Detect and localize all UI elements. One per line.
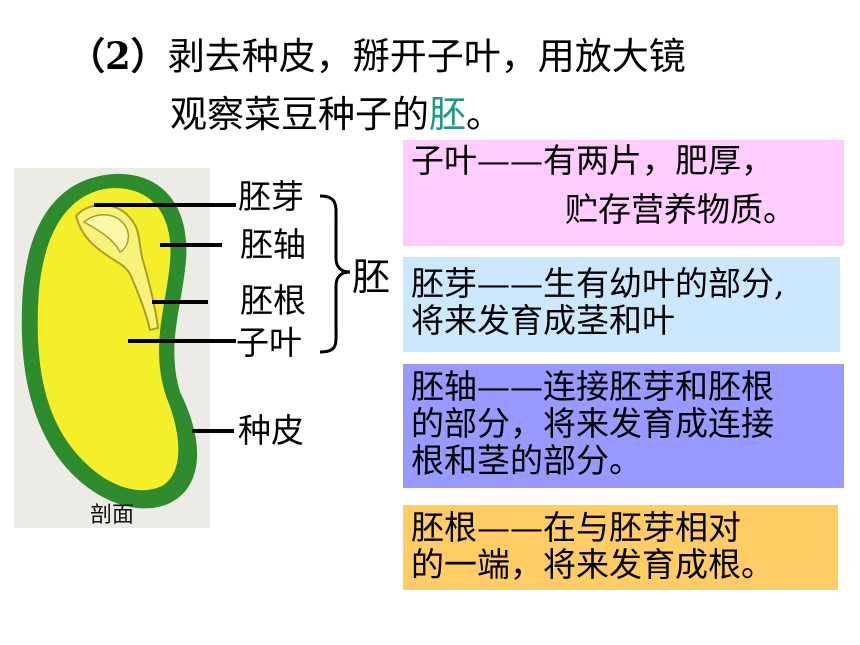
title-line-2-end: 。 [466,93,503,136]
title-line-1: （2）剥去种皮，掰开子叶，用放大镜 [68,26,686,80]
box-cotyledon-line-1: 子叶——有两片，肥厚， [411,141,774,180]
embryo-highlight: 胚 [429,93,466,136]
title-line-1-text: 剥去种皮，掰开子叶，用放大镜 [167,35,686,78]
box-embryo-bud: 胚芽——生有幼叶的部分, 将来发育成茎和叶 [403,257,840,352]
box-embryo-bud-line-1: 胚芽——生有幼叶的部分, [411,264,785,303]
label-embryo-axis: 胚轴 [240,225,306,264]
box-embryo-axis-line-3: 根和茎的部分。 [411,441,642,480]
label-seed-coat: 种皮 [238,411,304,450]
label-embryo: 胚 [352,255,391,299]
step-number: （2） [68,34,168,78]
label-embryo-root: 胚根 [240,281,306,320]
box-embryo-axis-line-1: 胚轴——连接胚芽和胚根 [411,367,774,406]
title-line-2: 观察菜豆种子的胚。 [170,84,503,138]
box-cotyledon-line-2: 贮存营养物质。 [565,190,796,229]
box-embryo-axis-line-2: 的部分，将来发育成连接 [411,404,774,443]
title-line-2-text: 观察菜豆种子的 [170,93,429,136]
box-embryo-root-line-1: 胚根——在与胚芽相对 [411,508,741,547]
label-embryo-bud: 胚芽 [238,177,304,216]
box-embryo-root: 胚根——在与胚芽相对 的一端，将来发育成根。 [403,505,838,590]
box-embryo-bud-line-2: 将来发育成茎和叶 [411,301,675,340]
embryo-brace [319,194,351,354]
section-label: 剖面 [90,502,134,527]
bean-cross-section: 剖面 [14,168,210,528]
label-cotyledon: 子叶 [236,323,302,362]
box-embryo-root-line-2: 的一端，将来发育成根。 [411,545,774,584]
box-embryo-axis: 胚轴——连接胚芽和胚根 的部分，将来发育成连接 根和茎的部分。 [403,364,844,488]
box-cotyledon: 子叶——有两片，肥厚， 贮存营养物质。 [403,140,844,246]
embryo-shape [74,203,160,332]
embryo-bud-leaf [82,214,130,254]
